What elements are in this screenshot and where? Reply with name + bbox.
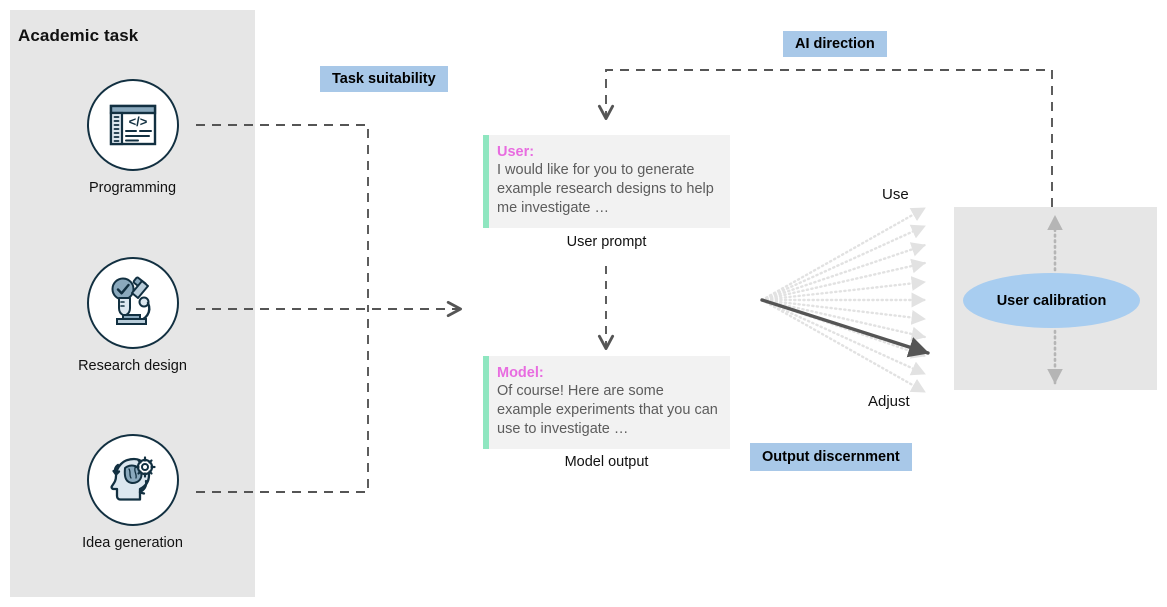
svg-text:</>: </> [128,114,147,129]
model-output-caption: Model output [564,454,649,470]
output-discernment-fan [760,206,927,394]
user-prompt-caption: User prompt [566,234,647,250]
user-speaker-label: User: [497,144,535,160]
user-prompt-bubble: User: I would like for you to generate e… [483,135,730,228]
fan-label-adjust: Adjust [868,393,910,410]
badge-ai-direction: AI direction [783,31,887,57]
task-item-programming[interactable]: </> Programming [10,79,255,196]
task-item-idea-generation[interactable]: Idea generation [10,434,255,551]
selected-output-arrow [760,298,930,358]
task-item-research-design[interactable]: Research design [10,257,255,374]
task-circle [86,434,179,526]
head-brain-gear-icon [109,456,156,501]
task-circle: </> [86,79,179,171]
bubble-accent-bar [483,356,489,449]
model-message-text: Of course! Here are some example experim… [497,383,718,437]
user-message-text: I would like for you to generate example… [497,162,714,216]
microscope-check-icon [111,276,150,325]
task-label: Idea generation [82,535,183,551]
user-calibration-ellipse: User calibration [963,273,1140,328]
panel-title: Academic task [18,26,139,45]
task-label: Research design [78,358,187,374]
bubble-accent-bar [483,135,489,228]
badge-task-suitability: Task suitability [320,66,448,92]
task-circle [86,257,179,349]
model-output-bubble: Model: Of course! Here are some example … [483,356,730,449]
task-label: Programming [88,180,177,196]
code-window-icon: </> [109,104,156,146]
fan-label-use: Use [882,186,909,203]
user-calibration-label: User calibration [996,292,1107,309]
badge-output-discernment: Output discernment [750,443,912,471]
model-speaker-label: Model: [497,365,544,381]
